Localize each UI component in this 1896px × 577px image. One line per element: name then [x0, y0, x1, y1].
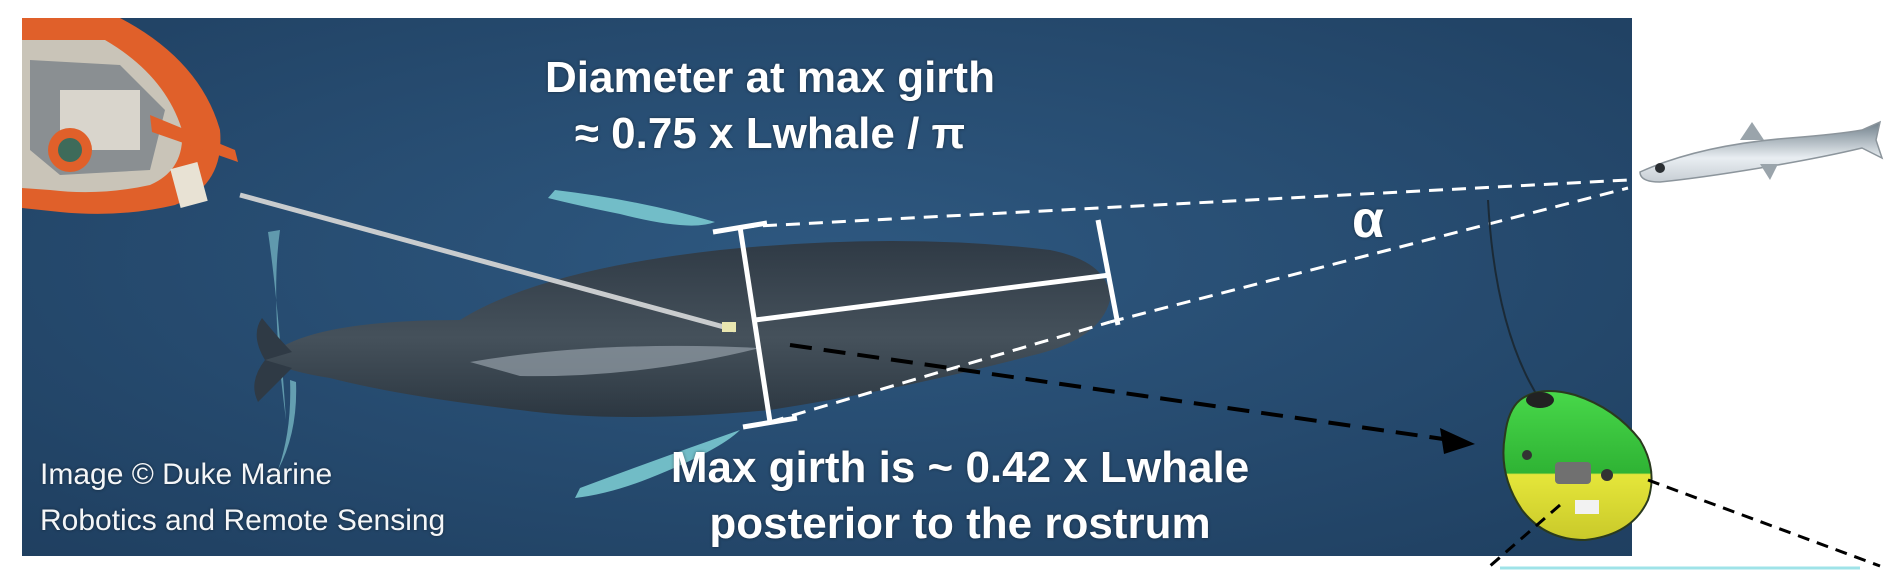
diameter-annotation: Diameter at max girth ≈ 0.75 x Lwhale / …: [470, 50, 1070, 162]
credit-line-1: Image © Duke Marine: [40, 458, 333, 491]
diameter-line-2: ≈ 0.75 x Lwhale / π: [574, 109, 966, 158]
trajectory-arrow: [789, 343, 1475, 454]
girth-line-1: Max girth is ~ 0.42 x Lwhale: [670, 443, 1250, 492]
boat-icon: [22, 18, 238, 214]
cone-lines: [739, 178, 1629, 424]
girth-annotation: Max girth is ~ 0.42 x Lwhale posterior t…: [640, 440, 1280, 552]
inset-pointer-lines: [1489, 478, 1881, 568]
whale-icon: [254, 241, 1110, 417]
fish-icon: [1639, 120, 1884, 183]
image-credit: Image © Duke Marine Robotics and Remote …: [40, 452, 445, 544]
girth-line-2: posterior to the rostrum: [709, 499, 1211, 548]
credit-line-2: Robotics and Remote Sensing: [40, 504, 446, 537]
angle-alpha-label: α: [1352, 191, 1384, 249]
tether-line: [1487, 199, 1541, 401]
tag-pole: [239, 192, 736, 333]
diameter-line-1: Diameter at max girth: [545, 53, 995, 102]
body-length-bar: [754, 219, 1121, 326]
tag-tip: [722, 322, 736, 332]
girth-diameter-bar: [712, 220, 798, 430]
tag-device-icon: [1502, 390, 1653, 542]
